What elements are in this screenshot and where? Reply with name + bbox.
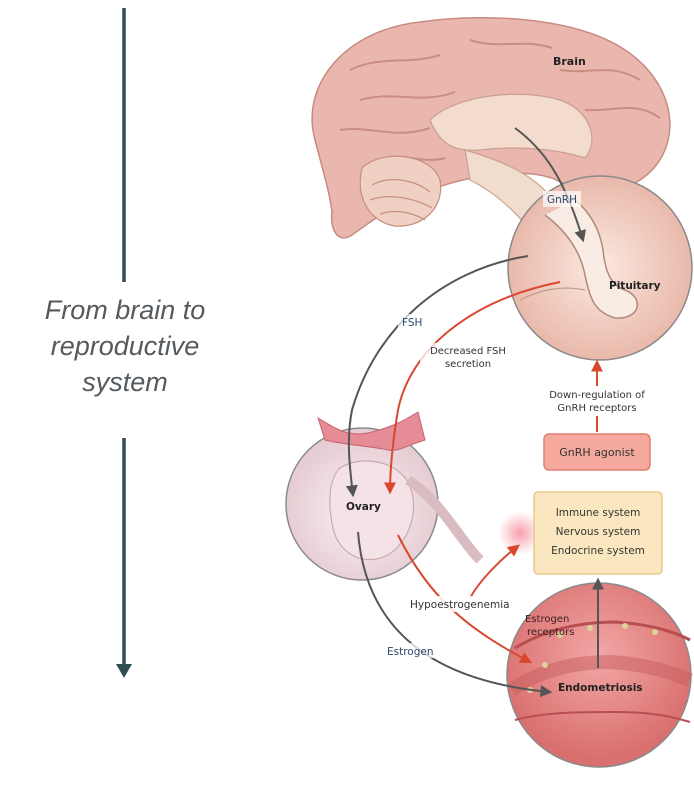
label-decreased-fsh-2: secretion [445, 359, 491, 370]
label-decreased-fsh-1: Decreased FSH [430, 346, 506, 357]
label-gnrh-agonist: GnRH agonist [559, 446, 635, 459]
label-endometriosis: Endometriosis [558, 682, 643, 694]
label-downreg-2: GnRH receptors [557, 403, 636, 414]
label-system-immune: Immune system [556, 507, 641, 519]
label-downreg-1: Down-regulation of [549, 390, 645, 401]
caption-line-2: reproductive [0, 328, 250, 364]
caption-line-1: From brain to [0, 292, 250, 328]
caption-line-3: system [0, 364, 250, 400]
label-estrogen-receptors-2: receptors [527, 627, 574, 638]
label-fsh: FSH [402, 317, 422, 329]
label-estrogen-receptors-1: Estrogen [525, 614, 569, 625]
pituitary-illustration [508, 176, 692, 360]
ovary-illustration [286, 412, 480, 580]
label-system-nervous: Nervous system [556, 526, 641, 538]
label-system-endocrine: Endocrine system [551, 545, 645, 557]
label-hypoestrogenemia: Hypoestrogenemia [410, 599, 510, 611]
label-ovary: Ovary [346, 501, 381, 513]
label-estrogen: Estrogen [387, 646, 434, 658]
label-brain: Brain [553, 55, 586, 68]
side-caption: From brain to reproductive system [0, 292, 250, 400]
label-pituitary: Pituitary [609, 280, 661, 292]
timeline-arrowhead [116, 664, 132, 678]
label-gnrh: GnRH [547, 194, 577, 206]
